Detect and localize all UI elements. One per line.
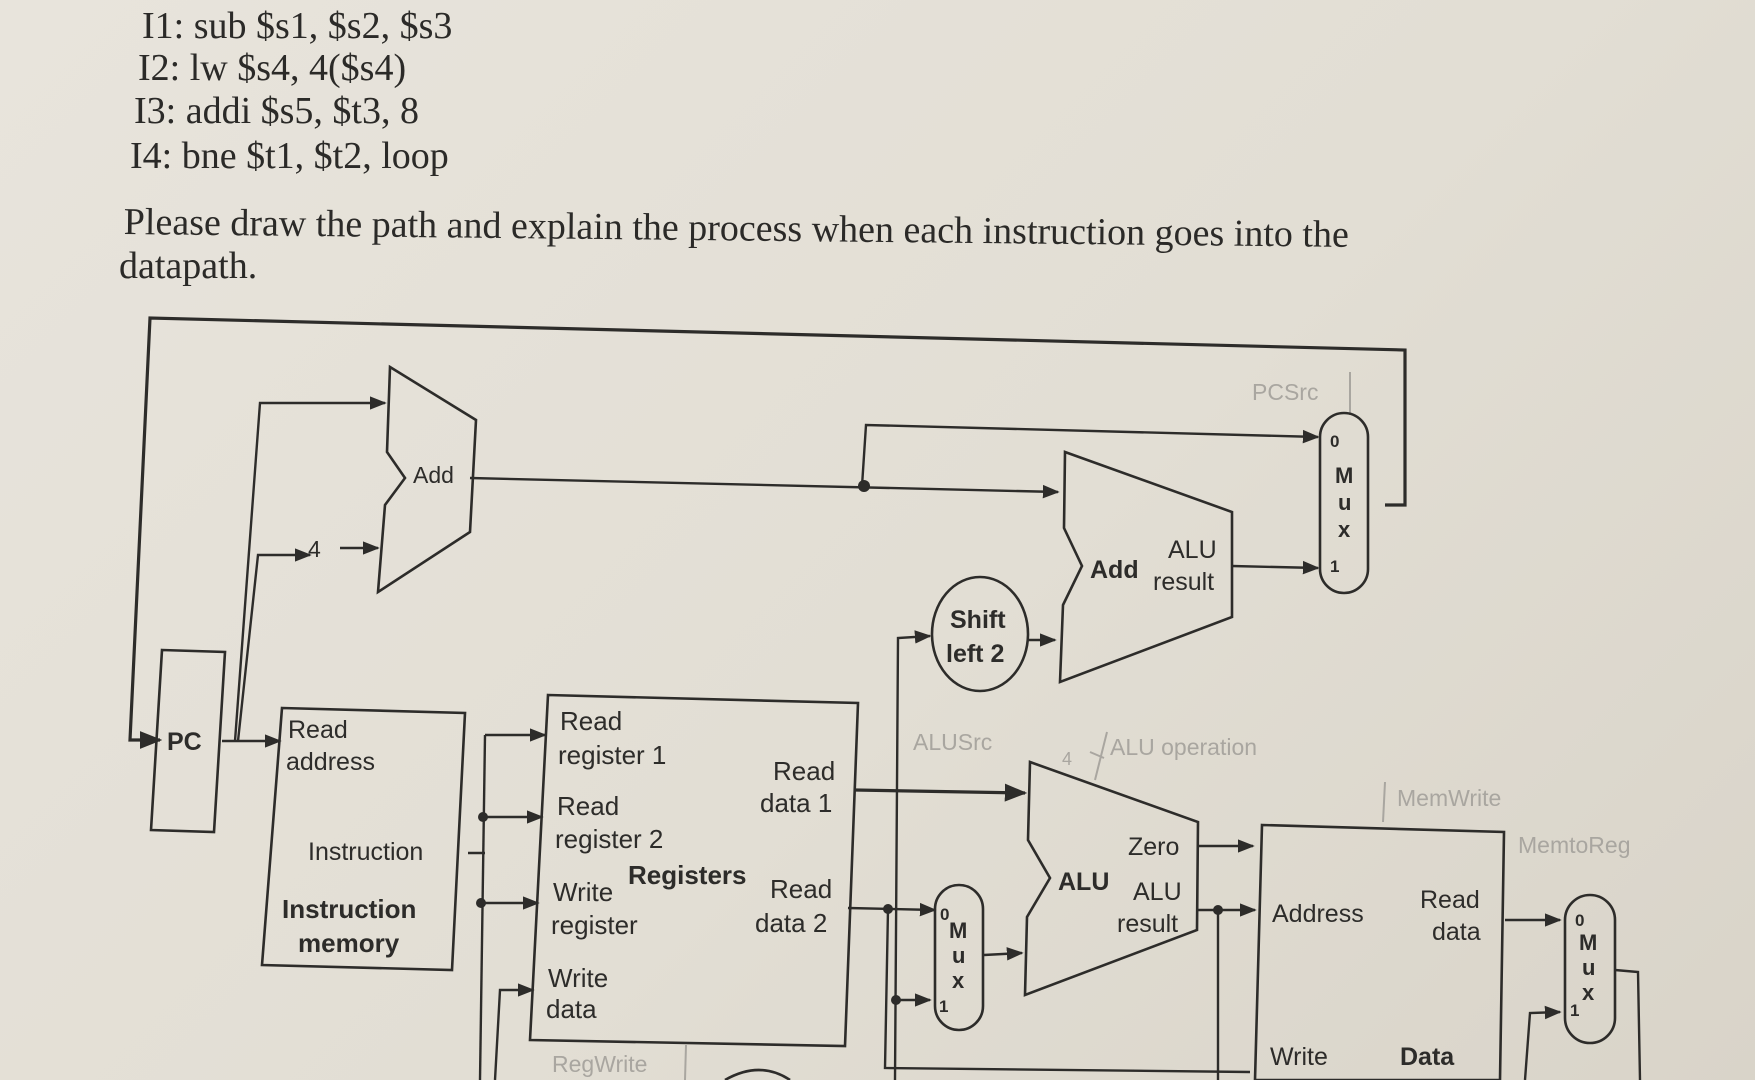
alu-result-label-1: ALU <box>1133 878 1182 906</box>
wd-label-a: Write <box>548 963 608 993</box>
dmem-read-label: Read <box>1420 886 1480 914</box>
imem-title-2: memory <box>298 928 400 958</box>
sign-extend-unit <box>724 1068 791 1080</box>
pc-label: PC <box>167 728 202 756</box>
register-file <box>528 693 860 1048</box>
memwrite-line <box>1382 781 1386 823</box>
pc-to-add-wire <box>233 396 387 742</box>
rd2-label-a: Read <box>770 874 832 904</box>
wb-mux-m: M <box>1579 930 1597 955</box>
wr-label-a: Write <box>553 877 613 907</box>
pc-feedback-wire <box>128 316 1407 749</box>
pcsrc-mux-1: 1 <box>1330 557 1339 576</box>
regwrite-label: RegWrite <box>552 1051 647 1077</box>
alu <box>1023 760 1200 997</box>
write-data-wire <box>493 983 535 1080</box>
alu-label: ALU <box>1058 868 1109 896</box>
pcsrc-mux-x: x <box>1338 517 1351 542</box>
wb-mux-1: 1 <box>1570 1001 1579 1020</box>
rd1-label-a: Read <box>773 756 835 786</box>
rr2-label-a: Read <box>557 791 619 821</box>
instruction-4: I4: bne $t1, $t2, loop <box>130 135 449 177</box>
dmem-data-label: data <box>1432 918 1481 946</box>
dmem-address-label: Address <box>1272 900 1364 928</box>
rr2-label-b: register 2 <box>555 824 663 854</box>
branch-target-wire <box>1231 560 1320 575</box>
aluop-bits-label: 4 <box>1062 749 1072 769</box>
alusrc-mux-0: 0 <box>940 905 949 924</box>
alusrc-mux-x: x <box>952 968 965 993</box>
rd2-label-b: data 2 <box>755 908 827 938</box>
const-four-label: 4 <box>308 536 321 562</box>
rr1-label-b: register 1 <box>558 740 666 770</box>
sign-ext-to-shift-wire <box>893 630 932 1080</box>
wb-mux-out-wire <box>1614 968 1642 1080</box>
imem-title-1: Instruction <box>282 894 416 924</box>
branch-adder-add-label: Add <box>1090 556 1139 584</box>
wd-label-b: data <box>546 994 597 1024</box>
instruction-3: I3: addi $s5, $t3, 8 <box>134 90 419 132</box>
wb-mux-input-1-wire <box>1523 1005 1562 1080</box>
imem-instruction-label: Instruction <box>308 838 423 866</box>
regwrite-line <box>684 1044 687 1080</box>
pc-adder-label: Add <box>413 462 454 488</box>
wr-label-b: register <box>551 910 638 940</box>
memtoreg-mux <box>1563 893 1617 1045</box>
imem-address-label: address <box>286 748 375 776</box>
pcsrc-mux-0: 0 <box>1330 432 1339 451</box>
alusrc-mux-1: 1 <box>939 997 948 1016</box>
imem-read-label: Read <box>288 716 348 744</box>
registers-title: Registers <box>628 860 747 890</box>
prompt-line-2: datapath. <box>119 245 258 287</box>
rr1-label-a: Read <box>560 706 622 736</box>
dmem-write-label: Write <box>1270 1043 1328 1071</box>
pcsrc-mux <box>1318 411 1370 595</box>
pc-to-add-lower-wire <box>236 548 312 742</box>
wb-mux-0: 0 <box>1575 911 1584 930</box>
alusrc-label: ALUSrc <box>913 729 992 755</box>
pcsrc-label: PCSrc <box>1252 379 1318 405</box>
pc-adder <box>376 364 478 595</box>
wb-mux-x: x <box>1582 980 1595 1005</box>
rd1-label-b: data 1 <box>760 788 832 818</box>
pcsrc-mux-m: M <box>1335 463 1353 488</box>
branch-adder-result-label: result <box>1153 568 1214 596</box>
alusrc-mux-u: u <box>952 943 965 968</box>
data-memory <box>1253 823 1506 1080</box>
wb-mux-u: u <box>1582 955 1595 980</box>
instruction-2: I2: lw $s4, 4($s4) <box>138 47 407 89</box>
instruction-memory <box>260 706 467 972</box>
aluop-label: ALU operation <box>1110 734 1257 760</box>
dmem-data-title: Data <box>1400 1043 1455 1071</box>
pc-plus-4-to-mux-wire <box>860 423 1320 487</box>
pc-register <box>149 648 227 834</box>
alusrc-mux-m: M <box>949 918 967 943</box>
branch-adder-alu-label: ALU <box>1168 536 1217 564</box>
shift-label-2: left 2 <box>946 640 1004 668</box>
aluop-tick <box>1089 751 1105 759</box>
branch-adder <box>1058 450 1234 684</box>
instruction-1: I1: sub $s1, $s2, $s3 <box>142 5 453 47</box>
read-data-2-to-dmem-wire <box>883 908 1251 1074</box>
alu-result-label-2: result <box>1117 910 1178 938</box>
memwrite-label: MemWrite <box>1397 785 1501 811</box>
shift-label-1: Shift <box>950 606 1006 634</box>
memtoreg-label: MemtoReg <box>1518 832 1630 858</box>
alusrc-mux-out-wire <box>983 947 1024 961</box>
read-data-1-wire <box>854 783 1028 802</box>
alu-zero-label: Zero <box>1128 833 1179 861</box>
pcsrc-mux-u: u <box>1338 490 1351 515</box>
alusrc-mux <box>933 883 985 1032</box>
shift-left-2 <box>930 575 1030 693</box>
pc-plus-4-wire <box>469 476 1060 499</box>
